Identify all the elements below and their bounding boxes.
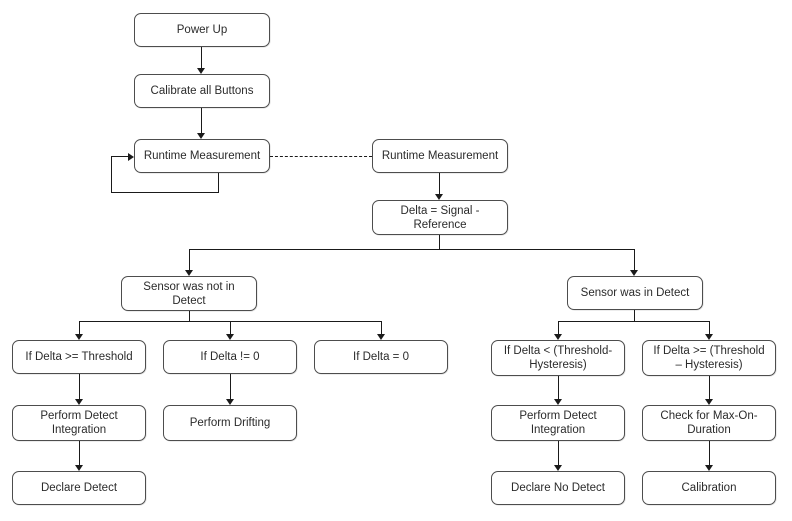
edge-split-to-sensor-in-detect — [634, 249, 636, 270]
node-runtime-measurement-right-label: Runtime Measurement — [381, 150, 499, 162]
arrowhead-runtime-right-to-delta — [435, 194, 444, 200]
node-if-delta-lt-threshold-hysteresis[interactable]: If Delta < (Threshold- Hysteresis) — [491, 340, 625, 376]
node-if-delta-lt-threshold-hysteresis-label: If Delta < (Threshold- Hysteresis) — [503, 345, 613, 371]
arrowhead-power-up-to-calibrate — [197, 68, 206, 74]
arrowhead-feedback-loop — [128, 152, 134, 161]
node-declare-detect[interactable]: Declare Detect — [12, 471, 146, 505]
node-perform-detect-integration-right-label: Perform Detect Integration — [519, 410, 597, 436]
edge-if-delta-lt-to-perform-detect-right — [558, 376, 560, 399]
arrowhead-to-if-delta-eq-zero — [377, 334, 386, 340]
node-sensor-was-not-in-detect[interactable]: Sensor was not in Detect — [121, 276, 257, 311]
node-calibrate-buttons[interactable]: Calibrate all Buttons — [134, 74, 270, 108]
node-if-delta-ge-threshold-hysteresis-label: If Delta >= (Threshold – Hysteresis) — [653, 345, 765, 371]
edge-dashed-runtime-link — [270, 156, 372, 157]
edge-split-to-sensor-not-detect — [189, 249, 191, 270]
node-if-delta-ne-zero[interactable]: If Delta != 0 — [163, 340, 297, 374]
node-power-up-label: Power Up — [176, 24, 228, 36]
arrowhead-calibrate-to-runtime-left — [197, 133, 206, 139]
node-if-delta-ge-threshold-hysteresis[interactable]: If Delta >= (Threshold – Hysteresis) — [642, 340, 776, 376]
node-sensor-was-in-detect[interactable]: Sensor was in Detect — [567, 276, 703, 310]
node-if-delta-ge-threshold[interactable]: If Delta >= Threshold — [12, 340, 146, 374]
edge-split-to-if-delta-eq-zero — [381, 321, 383, 334]
arrowhead-to-if-delta-ge-threshold-hysteresis — [705, 334, 714, 340]
node-calibrate-buttons-label: Calibrate all Buttons — [150, 85, 254, 97]
edge-feedback-left — [111, 192, 219, 194]
arrowhead-if-delta-lt-to-perform-detect-right — [554, 399, 563, 405]
arrowhead-check-max-on-to-calibration — [705, 465, 714, 471]
edge-split-bar-right-branch — [558, 321, 710, 323]
edge-sensor-not-detect-to-split — [189, 311, 191, 321]
arrowhead-if-delta-ge-hyst-to-check-max-on — [705, 399, 714, 405]
node-check-max-on-duration[interactable]: Check for Max-On- Duration — [642, 405, 776, 441]
node-if-delta-eq-zero[interactable]: If Delta = 0 — [314, 340, 448, 374]
edge-feedback-into-node — [111, 156, 128, 158]
node-if-delta-ge-threshold-label: If Delta >= Threshold — [25, 351, 133, 363]
node-runtime-measurement-left-label: Runtime Measurement — [143, 150, 261, 162]
node-sensor-was-in-detect-label: Sensor was in Detect — [580, 287, 690, 299]
edge-split-bar-main — [189, 249, 635, 251]
node-delta-signal-reference[interactable]: Delta = Signal - Reference — [372, 200, 508, 235]
edge-calibrate-to-runtime-left — [201, 108, 203, 133]
edge-sensor-in-detect-to-split — [634, 310, 636, 321]
edge-power-up-to-calibrate — [201, 47, 203, 68]
arrowhead-to-if-delta-ne-zero — [226, 334, 235, 340]
node-sensor-was-not-in-detect-label: Sensor was not in Detect — [143, 280, 235, 307]
edge-split-to-if-delta-ge-threshold-hysteresis — [709, 321, 711, 334]
node-power-up[interactable]: Power Up — [134, 13, 270, 47]
edge-split-to-if-delta-ne-zero — [230, 321, 232, 334]
node-perform-drifting[interactable]: Perform Drifting — [163, 405, 297, 441]
node-declare-detect-label: Declare Detect — [40, 482, 118, 494]
node-calibration[interactable]: Calibration — [642, 471, 776, 505]
edge-feedback-down — [218, 173, 220, 193]
edge-if-delta-ge-hyst-to-check-max-on — [709, 376, 711, 399]
node-if-delta-ne-zero-label: If Delta != 0 — [200, 351, 260, 363]
edge-if-delta-ne-zero-to-perform-drifting — [230, 374, 232, 399]
arrowhead-if-delta-ne-zero-to-perform-drifting — [226, 399, 235, 405]
node-runtime-measurement-right[interactable]: Runtime Measurement — [372, 139, 508, 173]
edge-runtime-right-to-delta — [439, 173, 441, 194]
edge-feedback-up — [111, 156, 113, 193]
arrowhead-split-to-sensor-not-detect — [185, 270, 194, 276]
arrowhead-perform-detect-right-to-declare-no-detect — [554, 465, 563, 471]
edge-delta-to-split — [439, 235, 441, 249]
arrowhead-perform-detect-to-declare-detect — [75, 465, 84, 471]
edge-check-max-on-to-calibration — [709, 441, 711, 465]
node-delta-signal-reference-label: Delta = Signal - Reference — [400, 204, 480, 231]
node-perform-detect-integration-left[interactable]: Perform Detect Integration — [12, 405, 146, 441]
node-runtime-measurement-left[interactable]: Runtime Measurement — [134, 139, 270, 173]
arrowhead-to-if-delta-ge-threshold — [75, 334, 84, 340]
arrowhead-split-to-sensor-in-detect — [630, 270, 639, 276]
edge-if-delta-ge-threshold-to-perform-detect — [79, 374, 81, 399]
node-declare-no-detect[interactable]: Declare No Detect — [491, 471, 625, 505]
node-perform-detect-integration-left-label: Perform Detect Integration — [40, 410, 118, 436]
edge-perform-detect-right-to-declare-no-detect — [558, 441, 560, 465]
node-declare-no-detect-label: Declare No Detect — [511, 482, 605, 494]
node-check-max-on-duration-label: Check for Max-On- Duration — [660, 410, 758, 436]
node-if-delta-eq-zero-label: If Delta = 0 — [353, 351, 409, 363]
edge-perform-detect-to-declare-detect — [79, 441, 81, 465]
edge-split-to-if-delta-lt-threshold-hysteresis — [558, 321, 560, 334]
arrowhead-to-if-delta-lt-threshold-hysteresis — [554, 334, 563, 340]
arrowhead-if-delta-ge-threshold-to-perform-detect — [75, 399, 84, 405]
edge-split-to-if-delta-ge-threshold — [79, 321, 81, 334]
node-perform-drifting-label: Perform Drifting — [189, 417, 271, 429]
node-perform-detect-integration-right[interactable]: Perform Detect Integration — [491, 405, 625, 441]
node-calibration-label: Calibration — [681, 482, 737, 494]
